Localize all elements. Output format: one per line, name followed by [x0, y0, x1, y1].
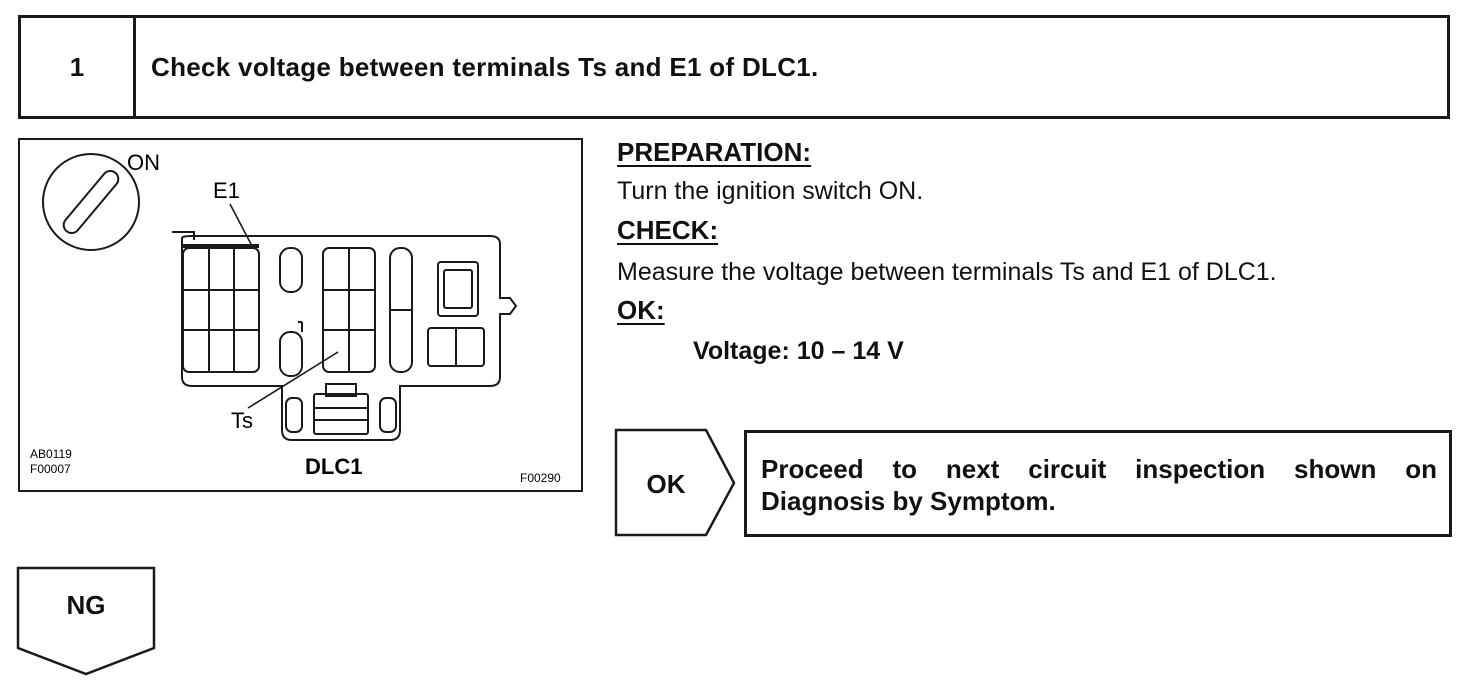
ok-result-text: Proceed to next circuit inspection shown… [761, 454, 1437, 516]
figure-code-left-2: F00007 [30, 462, 71, 476]
figure-drawing: ON [30, 150, 561, 485]
dlc1-connector-icon [172, 231, 518, 441]
ok-heading: OK: [617, 295, 665, 325]
switch-on-label: ON [127, 150, 160, 175]
ok-arrow-label: OK [646, 468, 686, 499]
check-heading: CHECK: [617, 215, 719, 245]
check-text: Measure the voltage between terminals Ts… [617, 258, 1277, 286]
preparation-text: Turn the ignition switch ON. [617, 177, 924, 205]
ng-arrow-label: NG [66, 589, 106, 620]
terminal-ts-label: Ts [231, 408, 253, 433]
step-title: Check voltage between terminals Ts and E… [151, 51, 819, 82]
step-header: 1 Check voltage between terminals Ts and… [18, 15, 1450, 119]
voltage-spec: Voltage: 10 – 14 V [693, 337, 904, 365]
ok-arrow-icon [614, 428, 736, 537]
preparation-heading: PREPARATION: [617, 137, 812, 167]
connector-name-label: DLC1 [305, 454, 362, 479]
terminal-e1-label: E1 [213, 178, 240, 203]
dlc1-figure: ON [18, 138, 583, 492]
step-divider [133, 18, 136, 116]
ng-arrow-icon [16, 566, 156, 676]
step-number: 1 [69, 51, 85, 82]
ignition-switch-icon [42, 153, 140, 251]
figure-code-left-1: AB0119 [30, 447, 72, 461]
ok-result-box: Proceed to next circuit inspection shown… [744, 430, 1452, 537]
figure-code-right: F00290 [520, 471, 561, 485]
